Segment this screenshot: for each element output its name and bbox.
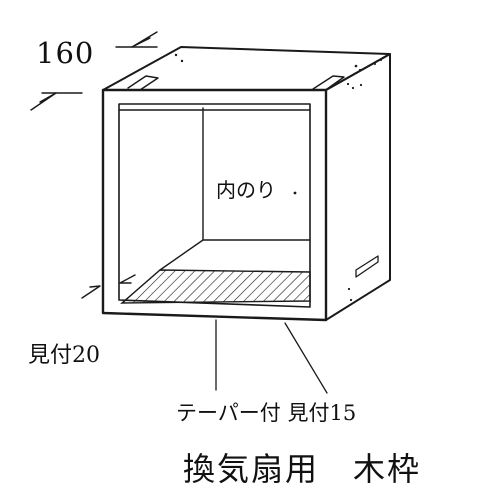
tapered-bottom-board bbox=[120, 269, 311, 304]
inner-floor-left bbox=[159, 239, 204, 271]
interior-label-dot bbox=[293, 191, 297, 195]
front-inner-opening bbox=[118, 103, 311, 308]
right-side-slot bbox=[355, 255, 379, 278]
taper-leader-diagonal bbox=[284, 322, 328, 394]
dimension-arrow-left bbox=[30, 92, 57, 111]
bottom-taper-label: テーパー付 見付15 bbox=[176, 401, 356, 425]
dimension-label-160: 160 bbox=[36, 36, 94, 70]
top-right-notch bbox=[312, 75, 345, 90]
dimension-arrow-top bbox=[131, 31, 158, 48]
diagram-title: 換気扇用 木枠 bbox=[183, 450, 421, 488]
side-frame-label: 見付20 bbox=[28, 343, 100, 368]
bottom-taper-annotation: テーパー付 見付15 bbox=[176, 319, 356, 425]
interior-label: 内のり bbox=[216, 178, 276, 202]
top-face bbox=[102, 46, 391, 91]
side-arrow-left bbox=[81, 285, 101, 299]
top-left-notch bbox=[127, 75, 159, 91]
dimension-annotation-160: 160 bbox=[30, 31, 158, 111]
right-side-face bbox=[325, 53, 391, 321]
side-arrow-right bbox=[119, 274, 136, 284]
side-frame-annotation: 見付20 bbox=[28, 209, 136, 368]
nail-dots bbox=[174, 53, 382, 302]
interior-details bbox=[118, 107, 311, 304]
